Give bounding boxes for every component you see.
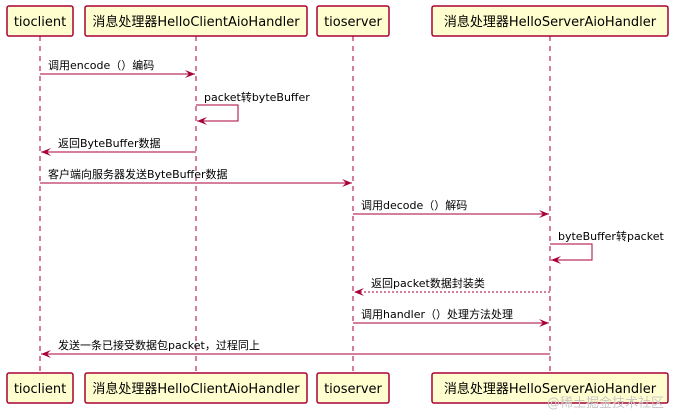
participant-label: 消息处理器HelloServerAioHandler [444,14,657,30]
message-1: 调用encode（）编码 [40,58,195,78]
participant-bottom-client: tioclient [6,372,74,404]
participant-label: tioclient [14,15,66,30]
message-label: 调用encode（）编码 [48,58,154,72]
message-4: 客户端向服务器发送ByteBuffer数据 [40,167,352,187]
participant-box [316,372,390,404]
message-7: 返回packet数据封装类 [354,276,550,296]
message-2: packet转byteBuffer [196,90,310,125]
watermark: @稀土掘金技术社区 [547,395,664,411]
participant-box [431,372,669,404]
participant-box [431,5,669,37]
message-label: 调用decode（）解码 [361,198,467,212]
participant-box [316,5,390,37]
participant-label: tioserver [324,15,382,30]
message-label: 返回packet数据封装类 [371,276,485,290]
participant-box [84,5,308,37]
message-9: 发送一条已接受数据包packet，过程同上 [41,338,550,358]
participant-top-chandler: 消息处理器HelloClientAioHandler [84,5,308,37]
participant-bottom-shandler: 消息处理器HelloServerAioHandler [431,372,669,404]
self-message-line [550,243,593,261]
participant-box [84,372,308,404]
participant-top-shandler: 消息处理器HelloServerAioHandler [431,5,669,37]
message-6: byteBuffer转packet [550,229,664,264]
arrowhead [551,256,561,264]
self-message-line [196,104,239,122]
participant-box [6,5,74,37]
participant-label: 消息处理器HelloClientAioHandler [92,381,300,397]
message-label: 返回ByteBuffer数据 [58,136,161,150]
participant-top-server: tioserver [316,5,390,37]
message-8: 调用handler（）处理方法处理 [353,307,549,327]
participant-bottom-chandler: 消息处理器HelloClientAioHandler [84,372,308,404]
arrowhead [41,350,51,358]
arrowhead [41,148,51,156]
message-3: 返回ByteBuffer数据 [41,136,196,156]
message-5: 调用decode（）解码 [353,198,549,218]
arrowhead [197,117,207,125]
arrowhead [342,179,352,187]
participant-label: tioclient [14,382,66,397]
message-label: 客户端向服务器发送ByteBuffer数据 [48,167,228,181]
arrowhead [185,70,195,78]
message-label: 调用handler（）处理方法处理 [361,307,513,321]
arrowhead [354,288,364,296]
arrowhead [539,319,549,327]
participant-bottom-server: tioserver [316,372,390,404]
message-label: packet转byteBuffer [204,90,310,104]
participant-box [6,372,74,404]
participant-label: tioserver [324,382,382,397]
arrowhead [539,210,549,218]
message-label: 发送一条已接受数据包packet，过程同上 [58,338,260,352]
participant-label: 消息处理器HelloClientAioHandler [92,14,300,30]
participant-top-client: tioclient [6,5,74,37]
participant-label: 消息处理器HelloServerAioHandler [444,381,657,397]
message-label: byteBuffer转packet [558,229,664,243]
